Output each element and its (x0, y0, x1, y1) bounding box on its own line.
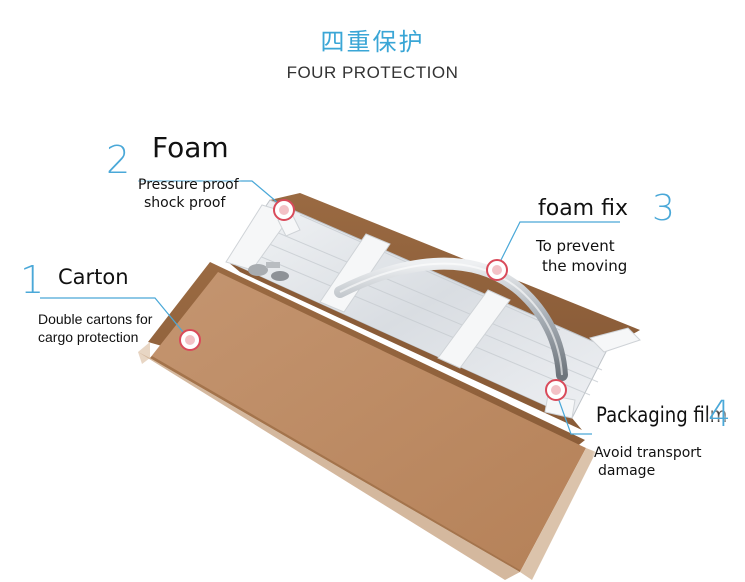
callout-label-foam-fix: foam fix (538, 196, 628, 221)
page-title-chinese: 四重保护 (320, 28, 425, 56)
callout-desc-packaging-film-line-2: damage (598, 463, 656, 479)
callout-desc-foam-line-1: Pressure proof (138, 177, 239, 193)
callout-label-foam: Foam (152, 131, 229, 164)
callout-number-foam: 2 (106, 138, 131, 182)
callout-number-foam-fix: 3 (652, 188, 675, 229)
callout-desc-foam-fix-line-2: the moving (542, 257, 628, 275)
callout-number-packaging-film: 4 (708, 394, 731, 435)
callout-desc-carton: Double cartons for cargo protection (38, 310, 152, 346)
callout-desc-foam-fix-line-1: To prevent (536, 237, 615, 255)
callout-desc-foam-fix: To prevent the moving (536, 236, 627, 276)
callout-number-carton: 1 (20, 258, 45, 302)
inner-box (225, 193, 641, 430)
small-parts (248, 262, 289, 281)
callout-label-carton: Carton (58, 265, 129, 289)
callout-desc-foam-line-2: shock proof (144, 195, 226, 211)
callout-desc-packaging-film-line-1: Avoid transport (594, 445, 702, 461)
callout-desc-carton-line-1: Double cartons for (38, 311, 153, 327)
outer-carton (138, 262, 596, 580)
callout-label-packaging-film: Packaging film (596, 403, 728, 427)
leader-lines (40, 180, 620, 435)
callout-desc-foam: Pressure proof shock proof (138, 176, 239, 212)
callout-markers (179, 199, 567, 401)
page-title: FOUR PROTECTION (286, 63, 459, 82)
callout-desc-packaging-film: Avoid transport damage (594, 444, 702, 480)
callout-desc-carton-line-2: cargo protection (38, 329, 139, 345)
